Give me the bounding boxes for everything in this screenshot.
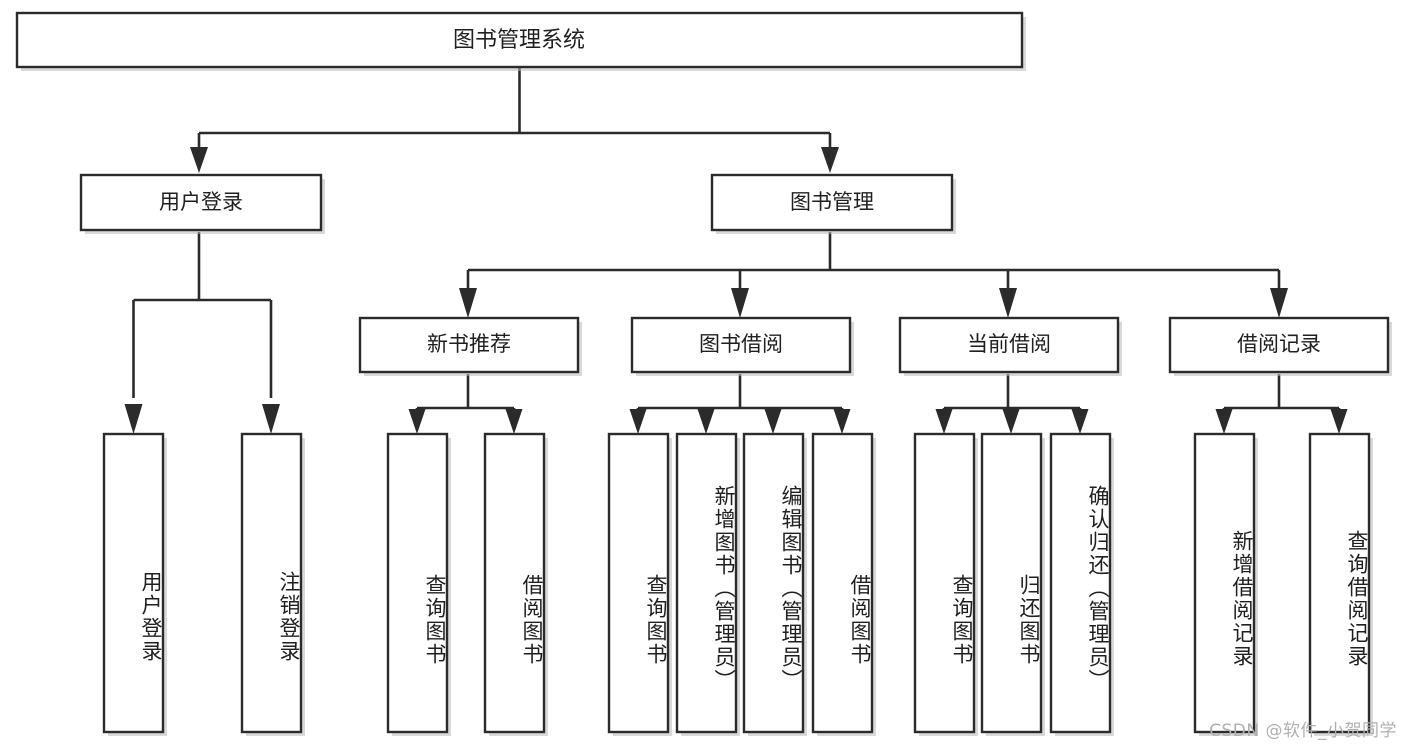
connector-layer <box>124 67 1348 434</box>
leaf-box-layer <box>102 432 1373 736</box>
arrow-head-user-login <box>190 147 208 173</box>
arrow-head-leaf-return-book <box>1002 409 1020 434</box>
book-manage-box[interactable] <box>710 173 954 232</box>
arrow-head-leaf-confirm-return-admin <box>1071 409 1089 434</box>
arrow-head-leaf-add-book-admin <box>697 409 715 434</box>
arrow-head-book-borrow <box>731 288 749 318</box>
leaf-add-book-admin-box[interactable] <box>675 432 738 734</box>
node-root[interactable]: 图书管理系统 <box>15 11 1026 71</box>
node-user-login[interactable]: 用户登录 <box>79 173 325 234</box>
leaf-query-book-rec-box[interactable] <box>386 432 449 734</box>
arrow-head-new-book-recommend <box>459 288 477 318</box>
book-borrow-label: 图书借阅 <box>699 332 783 356</box>
node-new-book-recommend[interactable]: 新书推荐 <box>358 316 582 376</box>
arrow-head-book-manage <box>821 147 839 173</box>
book-borrow-box[interactable] <box>630 316 852 374</box>
root-label: 图书管理系统 <box>453 28 585 53</box>
user-login-label: 用户登录 <box>159 190 243 214</box>
user-login-box[interactable] <box>79 173 323 232</box>
arrow-head-leaf-query-borrow-record <box>1330 409 1348 434</box>
node-book-manage[interactable]: 图书管理 <box>710 173 956 234</box>
leaf-query-book-current-box[interactable] <box>913 432 976 734</box>
csdn-watermark: CSDN @软件_小贺同学 <box>1209 721 1397 741</box>
current-borrow-box[interactable] <box>898 316 1120 374</box>
leaf-edit-book-admin-box[interactable] <box>742 432 805 734</box>
leaf-query-book-borrow-box[interactable] <box>607 432 670 734</box>
node-book-borrow[interactable]: 图书借阅 <box>630 316 854 376</box>
arrow-head-leaf-user-login <box>124 404 143 434</box>
book-manage-label: 图书管理 <box>790 190 874 214</box>
borrow-record-box[interactable] <box>1168 316 1390 374</box>
arrow-head-leaf-edit-book-admin <box>764 409 782 434</box>
leaf-borrow-book-box[interactable] <box>811 432 874 734</box>
current-borrow-label: 当前借阅 <box>967 332 1051 356</box>
leaf-logout-login-box[interactable] <box>240 432 303 734</box>
arrow-head-leaf-query-book-rec <box>408 409 426 434</box>
borrow-record-label: 借阅记录 <box>1237 332 1321 356</box>
root-box[interactable] <box>15 11 1024 69</box>
arrow-head-leaf-add-borrow-record <box>1215 409 1233 434</box>
arrow-head-leaf-borrow-book-rec <box>505 409 523 434</box>
leaf-user-login-box[interactable] <box>102 432 165 734</box>
arrow-head-leaf-logout-login <box>262 404 280 434</box>
arrow-head-leaf-query-book-current <box>935 409 953 434</box>
leaf-confirm-return-admin-box[interactable] <box>1049 432 1112 734</box>
node-borrow-record[interactable]: 借阅记录 <box>1168 316 1392 376</box>
leaf-borrow-book-rec-box[interactable] <box>483 432 546 734</box>
arrow-head-borrow-record <box>1270 288 1288 318</box>
leaf-return-book-box[interactable] <box>980 432 1043 734</box>
arrow-head-current-borrow <box>999 288 1017 318</box>
arrow-head-leaf-borrow-book <box>833 409 851 434</box>
node-current-borrow[interactable]: 当前借阅 <box>898 316 1122 376</box>
leaf-query-borrow-record-box[interactable] <box>1308 432 1371 734</box>
new-book-recommend-label: 新书推荐 <box>427 332 511 356</box>
new-book-recommend-box[interactable] <box>358 316 580 374</box>
leaf-add-borrow-record-box[interactable] <box>1193 432 1256 734</box>
arrow-head-leaf-query-book-borrow <box>629 409 647 434</box>
